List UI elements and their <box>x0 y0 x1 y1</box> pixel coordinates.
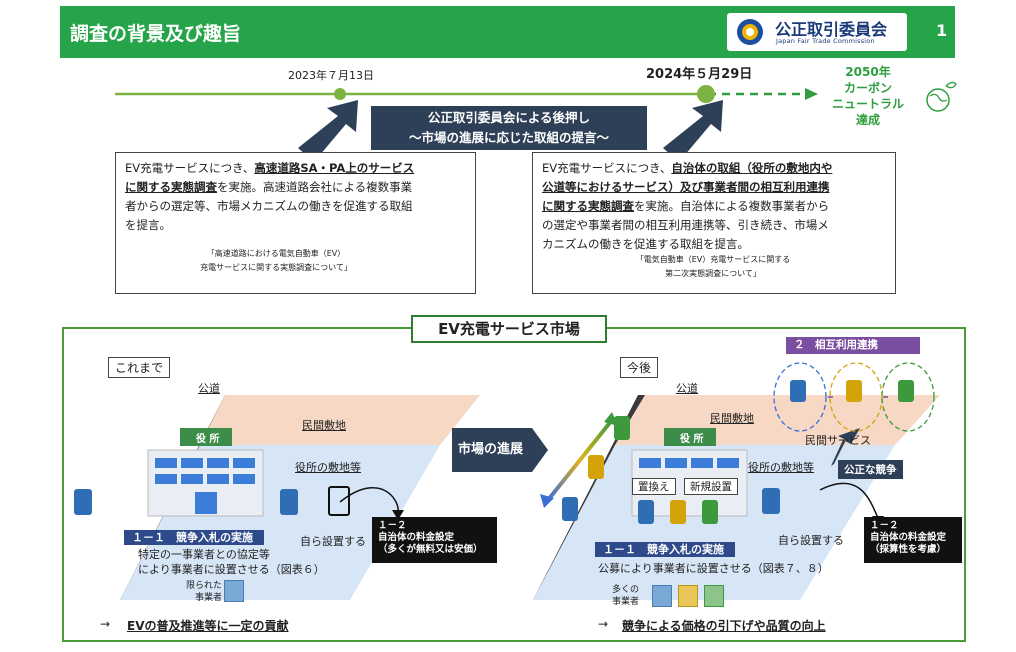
charger-icon <box>762 488 780 514</box>
logo-text: 公正取引委員会 <box>775 20 888 39</box>
private-land-label: 民間敷地 <box>302 419 346 432</box>
office-land-label: 役所の敷地等 <box>295 461 361 474</box>
logo <box>727 13 907 51</box>
charger-icon <box>638 500 654 524</box>
after-result-arrow: → <box>598 617 609 631</box>
bid-label: １－１ 競争入札の実施 <box>124 530 264 545</box>
date-2023: 2023年７月13日 <box>288 69 374 82</box>
charger-icon <box>670 500 686 524</box>
office-land-label-right: 役所の敷地等 <box>748 461 814 474</box>
progress-arrow-label: 市場の進展 <box>458 442 524 457</box>
survey-box-left: EV充電サービスにつき、高速道路SA・PA上のサービス に関する実態調査を実施。… <box>115 152 476 294</box>
operator-building-icon <box>652 585 672 607</box>
page-number: 1 <box>936 21 948 40</box>
private-land-label-right: 民間敷地 <box>710 412 754 425</box>
market-title: EV充電サービス市場 <box>411 315 607 343</box>
operator-building-icon <box>678 585 698 607</box>
charger-icon <box>846 380 862 402</box>
charger-icon <box>74 489 92 515</box>
goal-text: 2050年カーボンニュートラル達成 <box>831 65 904 127</box>
before-result: EVの普及推進等に一定の貢献 <box>127 619 289 633</box>
operator-building-icon <box>704 585 724 607</box>
fair-competition-label: 公正な競争 <box>838 460 903 479</box>
private-service-label: 民間サービス <box>805 434 871 447</box>
charger-icon <box>328 486 350 516</box>
new-install-label: 新規設置 <box>684 478 738 495</box>
logo-subtitle: Japan Fair Trade Commission <box>776 37 875 45</box>
charger-icon <box>588 455 604 479</box>
after-tag: 今後 <box>620 357 659 378</box>
support-banner: 公正取引委員会による後押し～市場の進展に応じた取組の提言～ <box>371 106 647 150</box>
bid-desc-2: により事業者に設置させる（図表６） <box>138 563 325 576</box>
office-label: 役 所 <box>196 434 220 445</box>
self-install-label: 自ら設置する <box>300 535 366 548</box>
earth-icon <box>926 81 957 112</box>
self-install-label-right: 自ら設置する <box>778 534 844 547</box>
bid-label-right: １－１ 競争入札の実施 <box>595 542 735 557</box>
limited-operators-label: 限られた事業者 <box>186 581 223 603</box>
replace-label: 置換え <box>632 478 676 495</box>
bid-desc-1: 特定の一事業者との協定等 <box>138 548 270 561</box>
charger-icon <box>614 416 630 440</box>
charger-icon <box>898 380 914 402</box>
public-road-label: 公道 <box>198 382 220 395</box>
bid-desc-right: 公募により事業者に設置させる（図表７、８） <box>598 562 829 575</box>
public-road-label-right: 公道 <box>676 382 698 395</box>
after-result: 競争による価格の引下げや品質の向上 <box>622 619 826 633</box>
mutual-use-label: ２ 相互利用連携 <box>786 337 920 354</box>
date-2024: 2024年５月29日 <box>646 67 753 82</box>
charger-icon <box>280 489 298 515</box>
page-title: 調査の背景及び趣旨 <box>70 23 242 45</box>
operator-building-icon <box>224 580 244 602</box>
charger-icon <box>702 500 718 524</box>
jftc-emblem-icon <box>737 19 763 45</box>
before-tag: これまで <box>108 357 171 378</box>
survey-box-right: EV充電サービスにつき、自治体の取組（役所の敷地内や 公道等におけるサービス）及… <box>532 152 896 294</box>
many-operators-label: 多くの事業者 <box>612 585 640 607</box>
office-label-right: 役 所 <box>680 434 704 445</box>
charger-icon <box>562 497 578 521</box>
before-result-arrow: → <box>100 617 111 631</box>
charger-icon <box>790 380 806 402</box>
